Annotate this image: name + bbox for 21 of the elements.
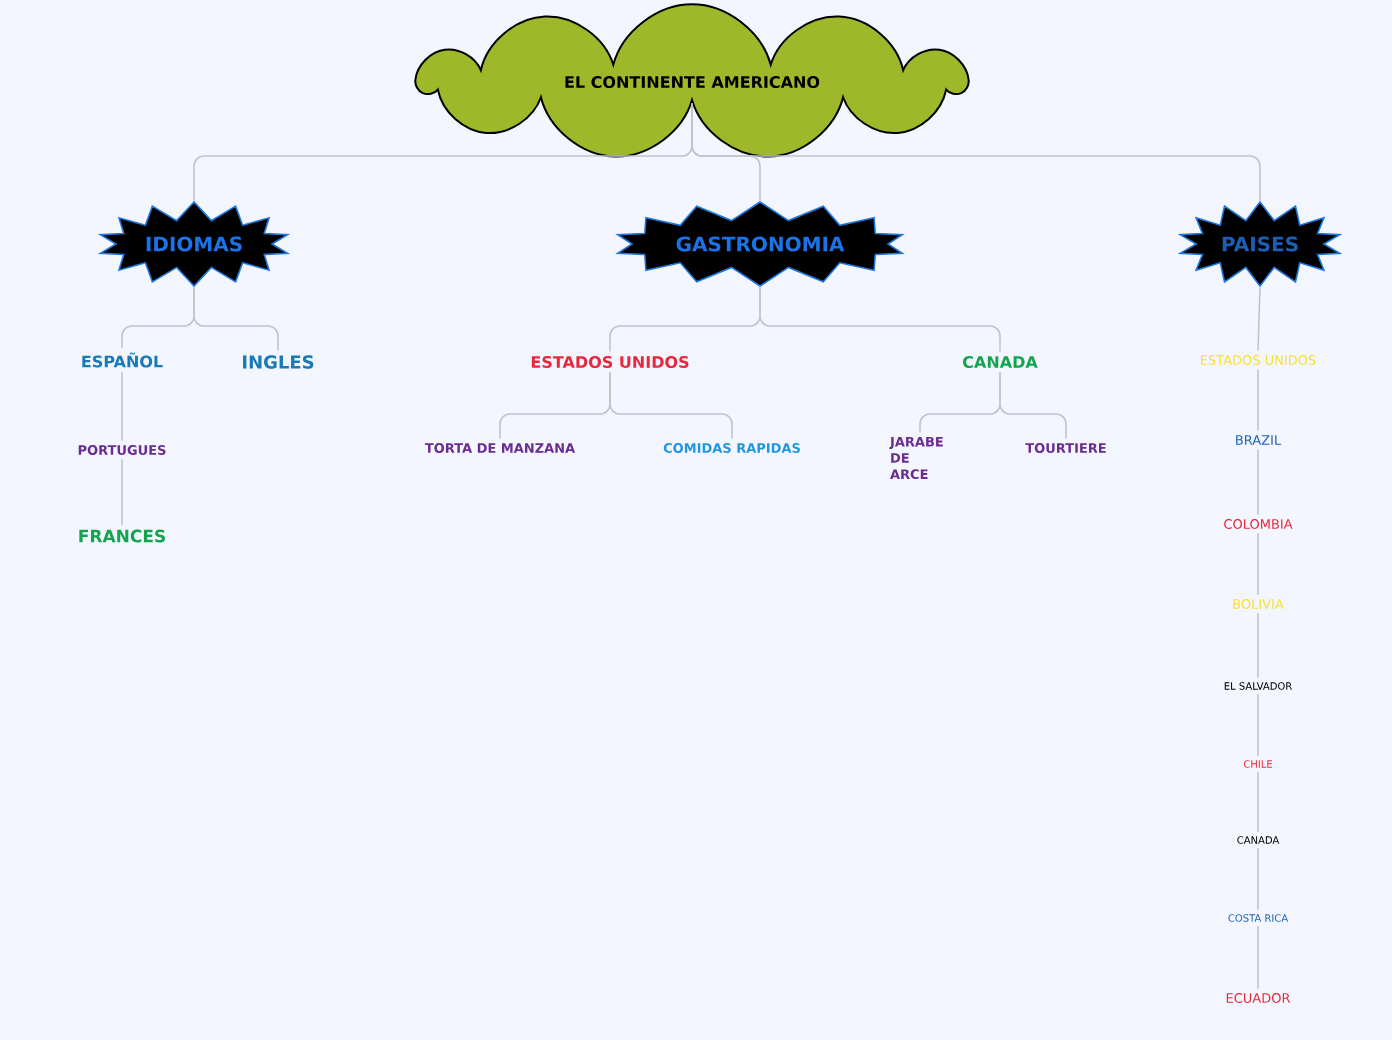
connector-line — [1257, 771, 1259, 833]
connector-line — [193, 286, 279, 352]
topic-label: INGLES — [243, 355, 314, 369]
connector-line — [759, 286, 1001, 353]
topic-label: FRANCES — [79, 529, 165, 543]
connector-line — [121, 371, 123, 442]
topic-label: ESTADOS UNIDOS — [531, 355, 689, 369]
topic-label: CANADA — [963, 355, 1038, 369]
connector-line — [691, 102, 1261, 202]
connector-line — [609, 371, 733, 440]
connector-line — [1257, 612, 1259, 679]
connector-line — [1257, 693, 1259, 757]
topic-label: ESPAÑOL — [82, 352, 163, 368]
connector-line — [1257, 368, 1259, 432]
connector-line — [1257, 286, 1261, 352]
connector-line — [1257, 532, 1259, 596]
connector-line — [121, 458, 123, 526]
connector-line — [1257, 448, 1259, 516]
connector-line — [1257, 847, 1259, 911]
connector-line — [999, 371, 1067, 440]
connector-line — [1257, 925, 1259, 990]
